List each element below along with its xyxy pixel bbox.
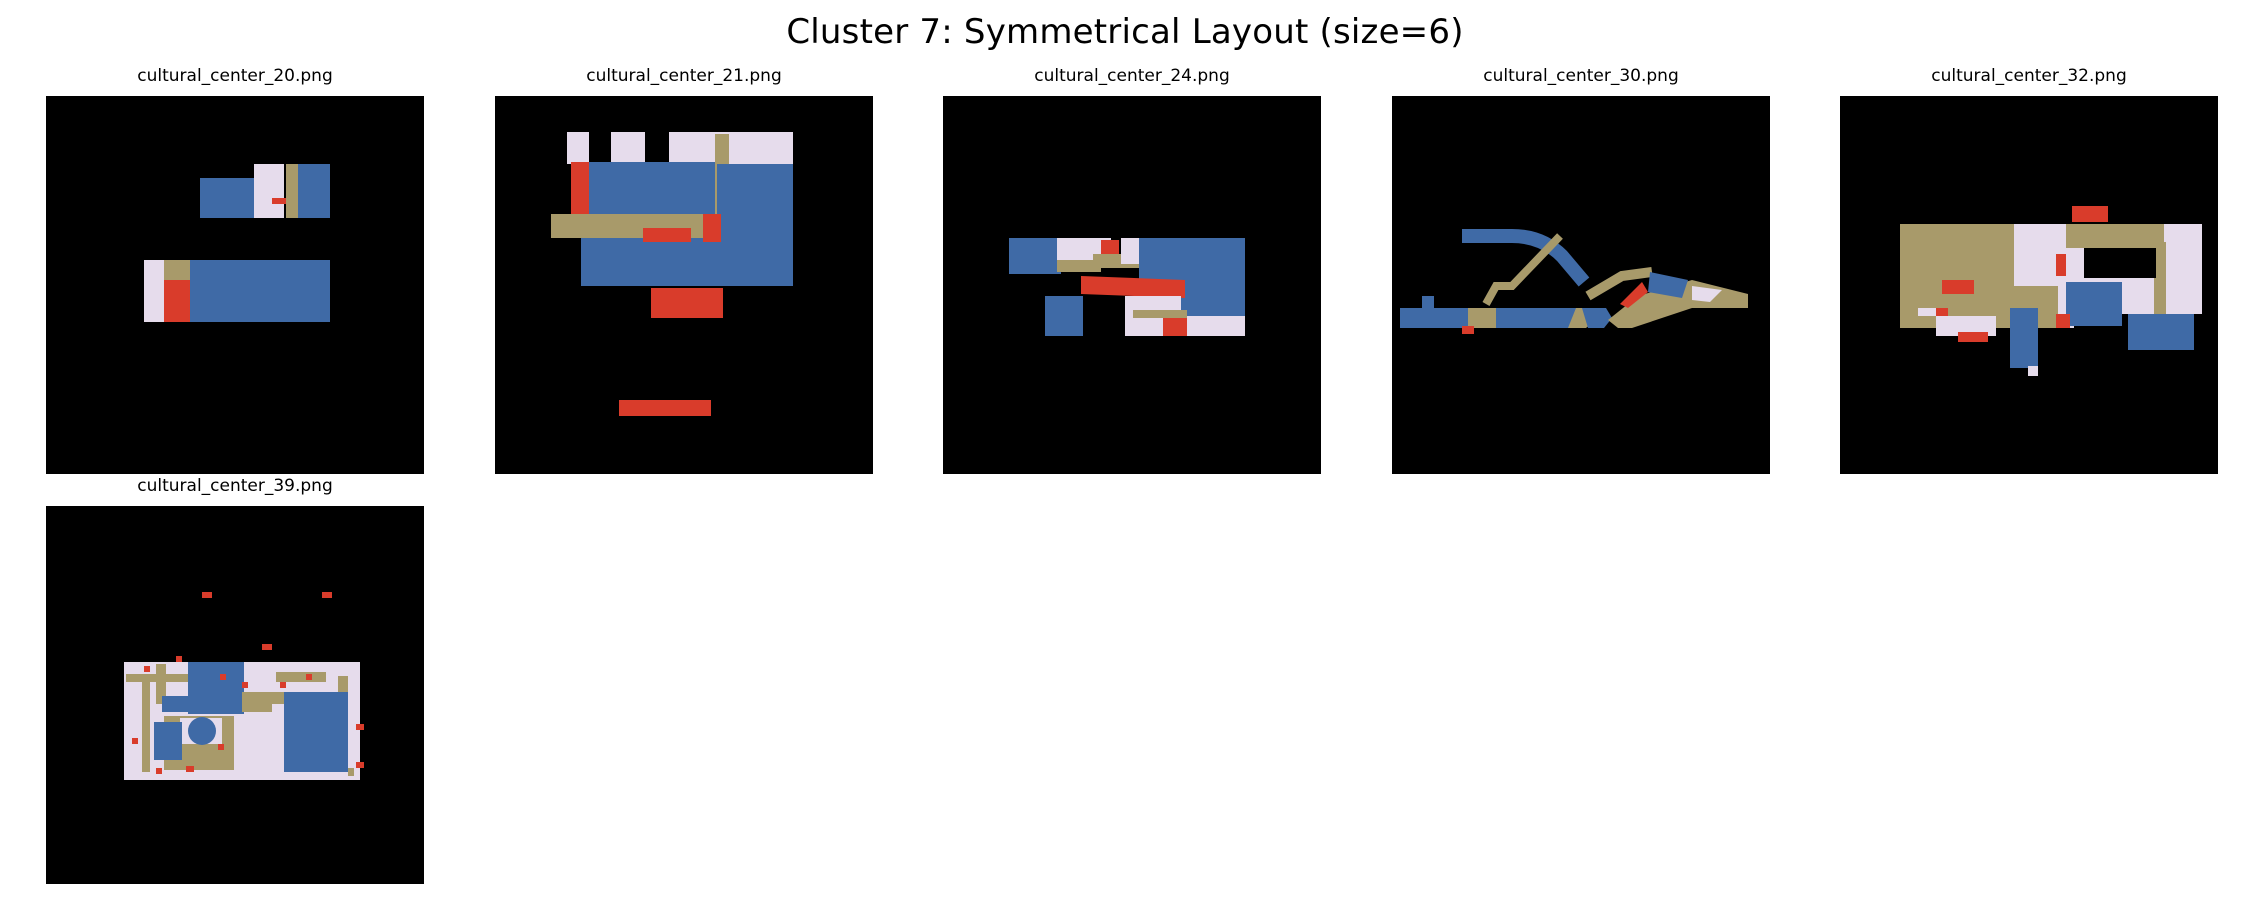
figure-title: Cluster 7: Symmetrical Layout (size=6) bbox=[786, 12, 1464, 52]
image-filename-label: cultural_center_21.png bbox=[586, 66, 782, 86]
floorplan-image bbox=[1840, 96, 2218, 474]
floorplan-drawing bbox=[144, 164, 330, 322]
image-filename-label: cultural_center_39.png bbox=[137, 476, 333, 496]
floorplan-image bbox=[46, 96, 424, 474]
floorplan-drawing bbox=[1900, 206, 2202, 376]
image-filename-label: cultural_center_32.png bbox=[1931, 66, 2127, 86]
floorplan-image bbox=[1392, 96, 1770, 474]
image-filename-label: cultural_center_20.png bbox=[137, 66, 333, 86]
floorplan-image bbox=[46, 506, 424, 884]
image-filename-label: cultural_center_24.png bbox=[1034, 66, 1230, 86]
floorplan-drawing bbox=[124, 592, 364, 780]
floorplan-drawing bbox=[1009, 238, 1245, 336]
floorplan-image bbox=[943, 96, 1321, 474]
floorplan-image bbox=[495, 96, 873, 474]
image-filename-label: cultural_center_30.png bbox=[1483, 66, 1679, 86]
floorplan-drawing bbox=[551, 132, 793, 416]
floorplan-drawing bbox=[1400, 229, 1748, 334]
